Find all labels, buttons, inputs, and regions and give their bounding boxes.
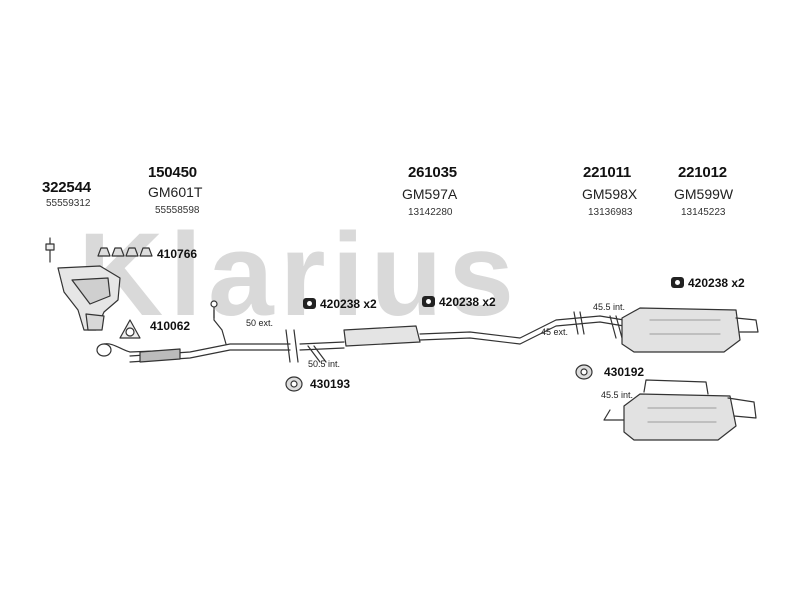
rear-silencer-drawing-top — [621, 307, 759, 353]
accessory-430193: 430193 — [310, 377, 351, 391]
part-number-221012: 221012 — [678, 164, 727, 181]
oem-number-55558598: 55558598 — [155, 205, 200, 216]
catalytic-converter-drawing — [45, 237, 181, 357]
code-GM597A: GM597A — [402, 186, 458, 202]
centre-silencer-drawing — [299, 315, 625, 351]
dimension-45-ext: 45 ext. — [541, 327, 569, 337]
rear-silencer-drawing-bottom — [603, 379, 757, 441]
dimension-marks-front — [285, 329, 327, 363]
accessory-420238-right: 420238 x2 — [688, 276, 745, 290]
code-GM598X: GM598X — [582, 186, 638, 202]
accessory-410062: 410062 — [150, 319, 191, 333]
code-GM599W: GM599W — [674, 186, 734, 202]
bracket-icon-mid — [422, 296, 435, 307]
accessory-410766: 410766 — [157, 247, 198, 261]
dimension-45-5-int-top: 45.5 int. — [593, 302, 626, 312]
oem-number-55559312: 55559312 — [46, 198, 91, 209]
dimension-50-5-int: 50.5 int. — [308, 359, 341, 369]
hanger-430193-drawing — [285, 376, 303, 392]
accessory-420238-mid: 420238 x2 — [439, 295, 496, 309]
dimension-45-5-int-bottom: 45.5 int. — [601, 390, 634, 400]
front-pipe-drawing — [129, 300, 291, 363]
hanger-430192-drawing — [575, 364, 593, 380]
oem-number-13145223: 13145223 — [681, 207, 726, 218]
oem-number-13142280: 13142280 — [408, 207, 453, 218]
part-number-261035: 261035 — [408, 164, 457, 181]
gasket-set-drawing — [97, 247, 153, 257]
oem-number-13136983: 13136983 — [588, 207, 633, 218]
part-number-221011: 221011 — [583, 164, 632, 181]
accessory-420238-left: 420238 x2 — [320, 297, 377, 311]
part-number-322544: 322544 — [42, 179, 91, 196]
brand-watermark: Klarius — [78, 209, 521, 341]
code-GM601T: GM601T — [148, 184, 203, 200]
part-number-150450: 150450 — [148, 164, 197, 181]
dimension-marks-rear — [573, 311, 623, 339]
flange-gasket-drawing — [119, 319, 141, 339]
dimension-50-ext: 50 ext. — [246, 318, 274, 328]
bracket-icon-left — [303, 298, 316, 309]
bracket-icon-right — [671, 277, 684, 288]
accessory-430192: 430192 — [604, 365, 645, 379]
